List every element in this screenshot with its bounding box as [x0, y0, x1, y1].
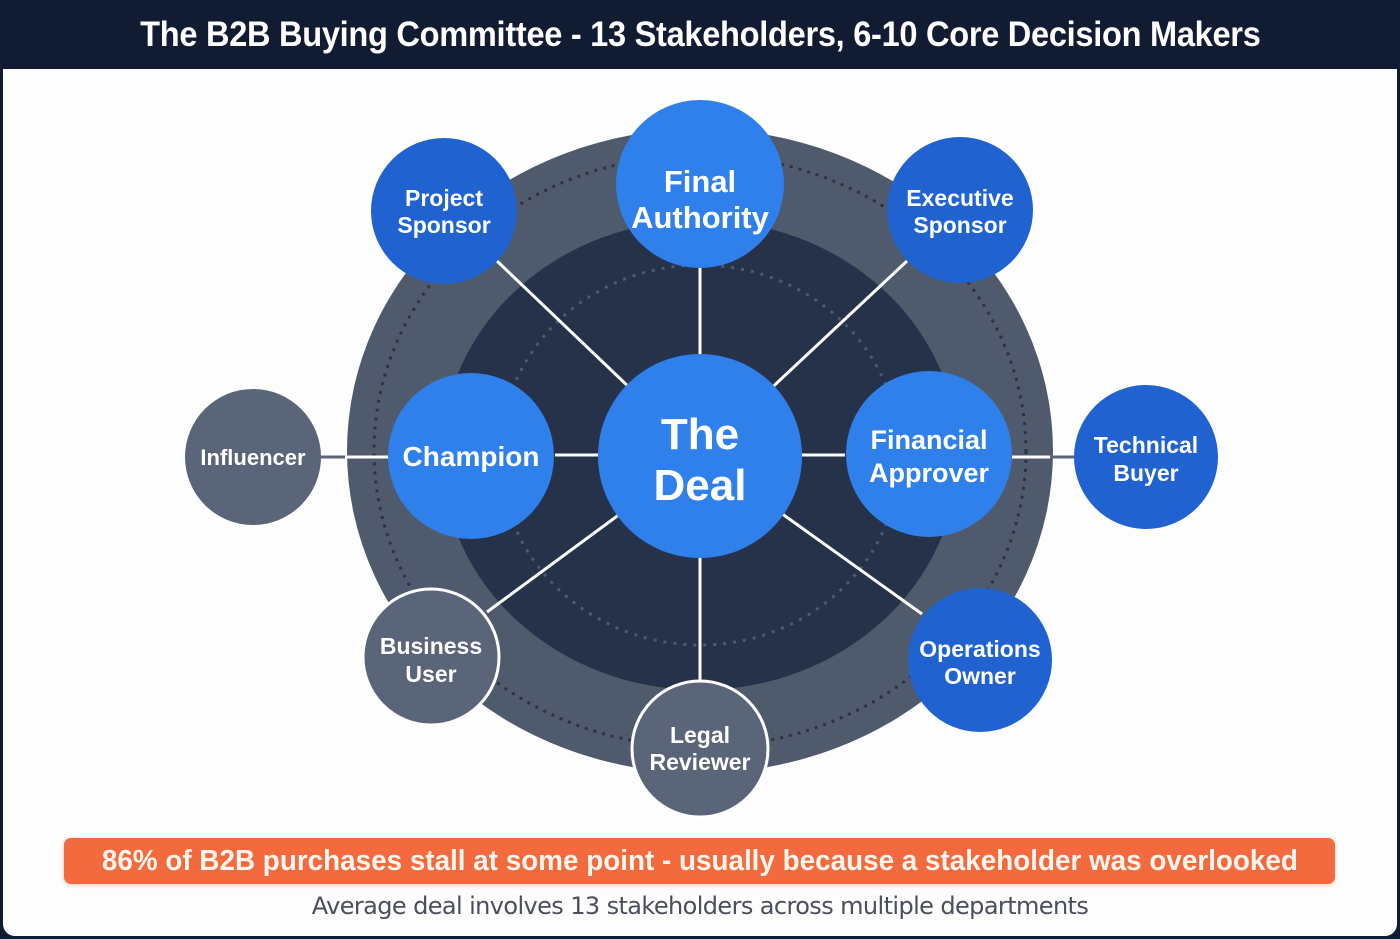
node-label: Sponsor [397, 212, 490, 238]
node-label: User [405, 661, 456, 687]
node-executive-sponsor[interactable]: Executive Sponsor [887, 137, 1033, 283]
callout-text: 86% of B2B purchases stall at some point… [101, 844, 1298, 877]
node-the-deal[interactable]: The Deal [598, 354, 802, 558]
node-project-sponsor[interactable]: Project Sponsor [371, 138, 517, 284]
node-label: Authority [631, 200, 770, 235]
node-label: Champion [403, 441, 540, 472]
stat-callout-banner: 86% of B2B purchases stall at some point… [64, 838, 1335, 884]
node-label: Project [405, 185, 483, 211]
node-label: Financial [870, 425, 987, 455]
node-operations-owner[interactable]: Operations Owner [908, 588, 1052, 732]
node-label: Sponsor [913, 212, 1006, 238]
node-label: Business [380, 633, 482, 659]
node-label: Legal [670, 722, 730, 748]
node-label: Technical [1094, 432, 1198, 458]
node-financial-approver[interactable]: Financial Approver [846, 371, 1012, 537]
page-title: The B2B Buying Committee - 13 Stakeholde… [139, 14, 1261, 54]
node-technical-buyer[interactable]: Technical Buyer [1074, 385, 1218, 529]
node-label: Owner [944, 663, 1016, 689]
node-label: Final [664, 164, 736, 199]
title-bar: The B2B Buying Committee - 13 Stakeholde… [0, 0, 1400, 69]
node-label: Approver [869, 458, 990, 488]
node-business-user[interactable]: Business User [361, 587, 501, 727]
node-label: Influencer [200, 445, 306, 470]
node-influencer[interactable]: Influencer [185, 389, 321, 525]
node-label: Reviewer [649, 749, 750, 775]
footer-subtext: Average deal involves 13 stakeholders ac… [311, 892, 1089, 920]
node-label: Buyer [1113, 460, 1178, 486]
node-label: Operations [919, 636, 1040, 662]
node-legal-reviewer[interactable]: Legal Reviewer [630, 679, 770, 819]
center-label: Deal [654, 461, 747, 510]
node-label: Executive [906, 185, 1013, 211]
node-final-authority[interactable]: Final Authority [616, 100, 784, 268]
node-champion[interactable]: Champion [388, 373, 554, 539]
center-label: The [661, 410, 739, 459]
